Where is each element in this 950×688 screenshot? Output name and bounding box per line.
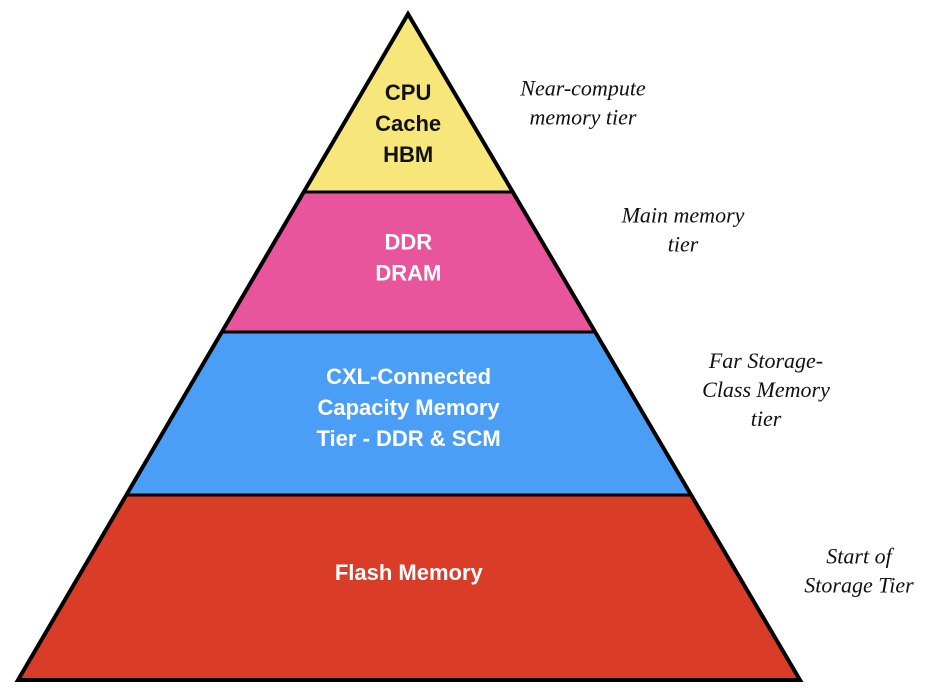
side-label-ddr-dram-line-1: Main memory xyxy=(621,203,745,228)
tier-label-ddr-dram-line-2: DRAM xyxy=(375,261,441,286)
tier-label-cpu-cache-hbm-line-2: Cache xyxy=(375,111,441,136)
pyramid-bands xyxy=(15,11,803,682)
side-label-cpu-cache-hbm-line-1: Near-compute xyxy=(519,76,646,101)
side-label-cxl-capacity-line-1: Far Storage- xyxy=(708,348,823,373)
tier-label-ddr-dram-line-1: DDR xyxy=(385,230,433,255)
side-label-flash-memory-line-1: Start of xyxy=(826,544,894,569)
tier-label-cxl-capacity-line-2: Capacity Memory xyxy=(317,395,500,420)
tier-label-cxl-capacity-line-1: CXL-Connected xyxy=(326,364,491,389)
side-label-ddr-dram-line-2: tier xyxy=(668,232,699,257)
tier-label-cpu-cache-hbm-line-1: CPU xyxy=(385,80,431,105)
side-label-cpu-cache-hbm-line-2: memory tier xyxy=(530,105,637,130)
tier-label-cpu-cache-hbm-line-3: HBM xyxy=(383,142,433,167)
tier-label-flash-memory-line-1: Flash Memory xyxy=(335,560,484,585)
pyramid-outline xyxy=(14,10,804,682)
tier-band-flash-memory xyxy=(15,493,803,682)
side-label-cxl-capacity-line-3: tier xyxy=(751,406,782,431)
side-label-flash-memory-line-2: Storage Tier xyxy=(804,573,914,598)
tier-label-cxl-capacity-line-3: Tier - DDR & SCM xyxy=(317,426,501,451)
side-label-cxl-capacity-line-2: Class Memory xyxy=(702,377,830,402)
